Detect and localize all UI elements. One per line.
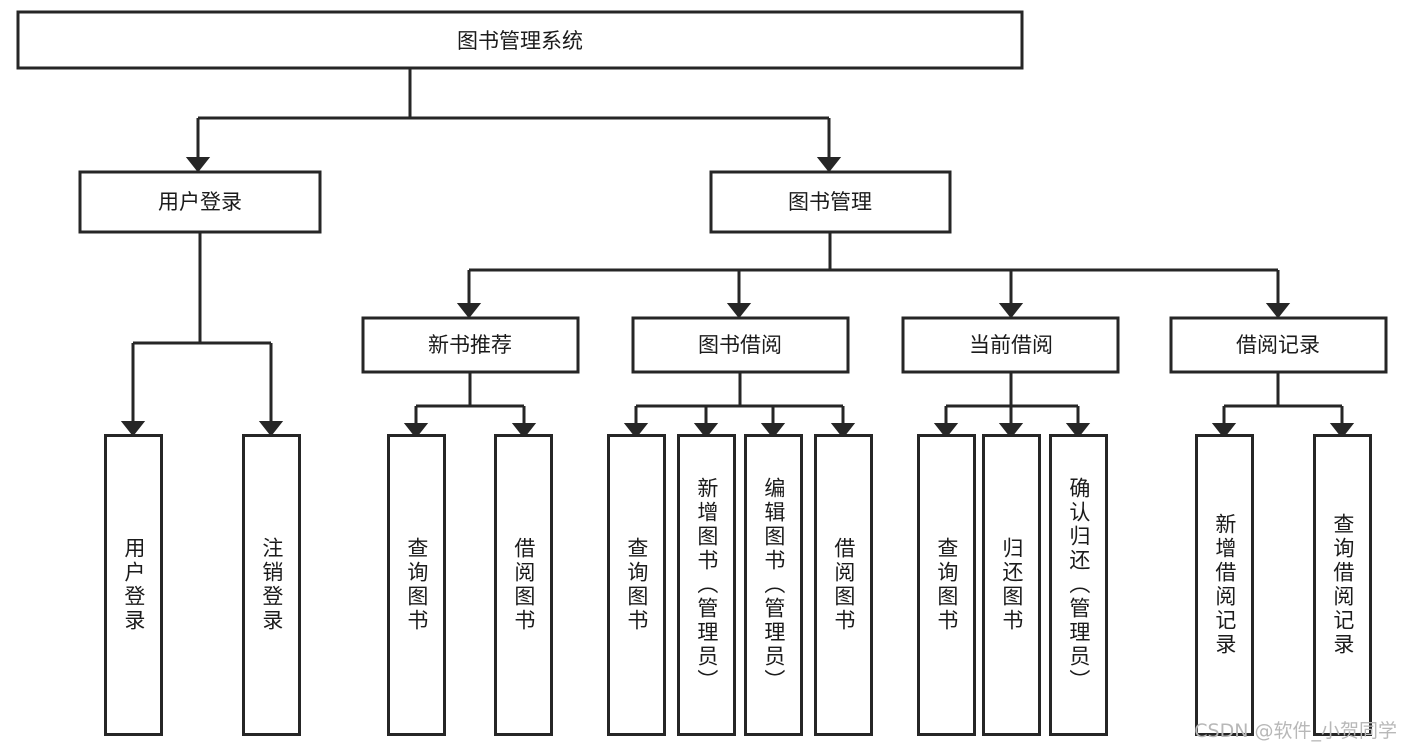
leaf-node-query-book-recommend[interactable]: 查询图书: [387, 434, 446, 736]
leaf-node-add-borrow-record[interactable]: 新增借阅记录: [1195, 434, 1254, 736]
connector-current-borrow-to-leaves: [933, 372, 1091, 439]
leaf-node-borrow-book[interactable]: 借阅图书: [814, 434, 873, 736]
node-new-book-recommend[interactable]: 新书推荐: [361, 316, 580, 374]
connector-book-mgmt-to-level3: [456, 232, 1291, 319]
node-book-management[interactable]: 图书管理: [709, 170, 952, 234]
leaf-node-add-borrow-record-label: 新增借阅记录: [1212, 513, 1237, 657]
leaf-node-confirm-return-admin-label: 确认归还（管理员）: [1066, 477, 1091, 693]
node-book-management-label: 图书管理: [788, 190, 872, 214]
connector-new-book-to-leaves: [403, 372, 537, 439]
node-root[interactable]: 图书管理系统: [16, 10, 1024, 70]
leaf-node-user-login[interactable]: 用户登录: [104, 434, 163, 736]
leaf-node-borrow-book-recommend[interactable]: 借阅图书: [494, 434, 553, 736]
node-new-book-recommend-label: 新书推荐: [428, 333, 512, 357]
leaf-node-query-book-borrow-label: 查询图书: [624, 537, 649, 633]
leaf-node-return-book-label: 归还图书: [999, 537, 1024, 633]
leaf-node-query-book-recommend-label: 查询图书: [404, 537, 429, 633]
leaf-node-logout[interactable]: 注销登录: [242, 434, 301, 736]
node-book-borrow[interactable]: 图书借阅: [631, 316, 850, 374]
connector-user-login-to-leaves: [120, 232, 284, 437]
leaf-node-query-borrow-record[interactable]: 查询借阅记录: [1313, 434, 1372, 736]
leaf-node-logout-label: 注销登录: [259, 537, 284, 633]
leaf-node-return-book[interactable]: 归还图书: [982, 434, 1041, 736]
leaf-node-query-book-current[interactable]: 查询图书: [917, 434, 976, 736]
leaf-node-query-borrow-record-label: 查询借阅记录: [1330, 513, 1355, 657]
connector-root-to-level2: [185, 68, 842, 173]
node-current-borrow-label: 当前借阅: [969, 333, 1053, 357]
connector-borrow-record-to-leaves: [1211, 372, 1355, 439]
leaf-node-edit-book-admin-label: 编辑图书（管理员）: [761, 477, 786, 693]
leaf-node-confirm-return-admin[interactable]: 确认归还（管理员）: [1049, 434, 1108, 736]
leaf-node-borrow-book-label: 借阅图书: [831, 537, 856, 633]
leaf-node-query-book-borrow[interactable]: 查询图书: [607, 434, 666, 736]
node-user-login-label: 用户登录: [158, 190, 242, 214]
leaf-node-add-book-admin[interactable]: 新增图书（管理员）: [677, 434, 736, 736]
node-book-borrow-label: 图书借阅: [698, 333, 782, 357]
leaf-node-add-book-admin-label: 新增图书（管理员）: [694, 477, 719, 693]
leaf-node-user-login-label: 用户登录: [121, 537, 146, 633]
node-root-label: 图书管理系统: [457, 29, 583, 53]
node-current-borrow[interactable]: 当前借阅: [901, 316, 1120, 374]
leaf-node-edit-book-admin[interactable]: 编辑图书（管理员）: [744, 434, 803, 736]
node-borrow-record-label: 借阅记录: [1236, 333, 1320, 357]
node-user-login[interactable]: 用户登录: [78, 170, 322, 234]
node-borrow-record[interactable]: 借阅记录: [1169, 316, 1388, 374]
connector-book-borrow-to-leaves: [623, 372, 856, 439]
leaf-node-query-book-current-label: 查询图书: [934, 537, 959, 633]
leaf-node-borrow-book-recommend-label: 借阅图书: [511, 537, 536, 633]
